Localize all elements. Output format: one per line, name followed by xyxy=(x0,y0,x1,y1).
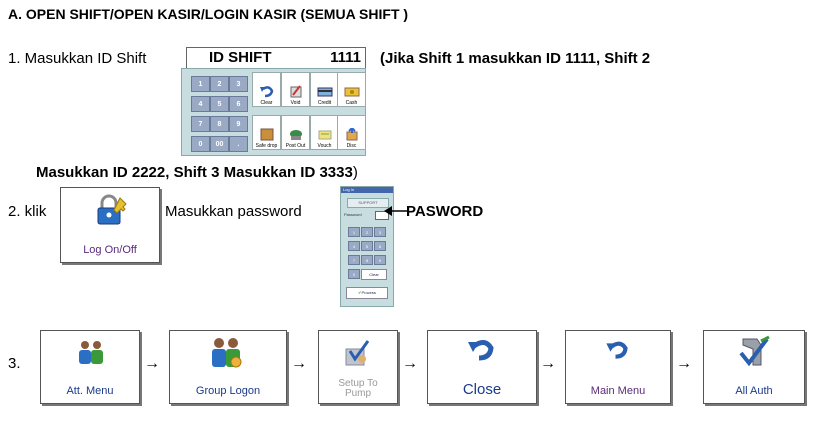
keypad-key-6[interactable]: 6 xyxy=(229,96,248,112)
pwd-key-0[interactable]: 0 xyxy=(348,269,360,279)
step1-text: 1. Masukkan ID Shift xyxy=(8,50,147,67)
password-input[interactable] xyxy=(375,211,389,220)
att-menu-button[interactable]: Att. Menu xyxy=(40,330,140,404)
pwd-key-9[interactable]: 9 xyxy=(374,255,386,265)
group-logon-label: Group Logon xyxy=(195,385,261,397)
pwd-process-button[interactable]: ✔Process xyxy=(346,287,388,299)
setup-to-pump-label: Setup To Pump xyxy=(338,378,378,399)
credit-card-icon xyxy=(317,87,332,97)
keypad-key-5[interactable]: 5 xyxy=(210,96,229,112)
disc-label: Disc xyxy=(346,143,357,149)
step2-prefix: 2. klik xyxy=(8,203,47,220)
flow-arrow-2: → xyxy=(291,355,307,372)
keypad-key-3[interactable]: 3 xyxy=(229,76,248,92)
password-field-label: Password xyxy=(344,212,362,217)
keypad-credit-button[interactable]: Credit xyxy=(310,72,339,107)
pwd-key-5[interactable]: 5 xyxy=(361,241,373,251)
setup-to-pump-button[interactable]: Setup To Pump xyxy=(318,330,398,404)
flow-arrow-4: → xyxy=(540,355,556,372)
step3-prefix: 3. xyxy=(8,355,21,372)
void-label: Void xyxy=(290,100,301,106)
step1-note-line2-end: ) xyxy=(352,164,358,181)
clear-label: Clear xyxy=(260,100,273,106)
safe-box-icon xyxy=(260,128,273,141)
cash-label: Cash xyxy=(345,100,358,106)
keypad-vouch-button[interactable]: Vouch xyxy=(310,115,339,150)
pump-setup-icon xyxy=(345,340,370,366)
log-on-off-button[interactable]: Log On/Off xyxy=(60,187,160,263)
credit-label: Credit xyxy=(317,100,332,106)
pwd-clear-label: Clear xyxy=(369,272,379,277)
keypad-key-7[interactable]: 7 xyxy=(191,116,210,132)
undo-icon xyxy=(468,340,494,361)
pwd-key-2[interactable]: 2 xyxy=(361,227,373,237)
pwd-key-6[interactable]: 6 xyxy=(374,241,386,251)
id-shift-value: 1111 xyxy=(330,49,361,66)
pwd-clear-button[interactable]: Clear xyxy=(361,269,387,280)
close-button[interactable]: Close xyxy=(427,330,537,404)
keypad-key-4[interactable]: 4 xyxy=(191,96,210,112)
pwd-process-label: Process xyxy=(361,290,376,295)
post-out-label: Post Out xyxy=(285,143,306,149)
pwd-key-3[interactable]: 3 xyxy=(374,227,386,237)
flow-arrow-3: → xyxy=(402,355,418,372)
flow-arrow-1: → xyxy=(144,355,160,372)
log-on-off-label: Log On/Off xyxy=(83,244,137,256)
vouch-label: Vouch xyxy=(317,143,332,149)
keypad-clear-button[interactable]: Clear xyxy=(252,72,281,107)
keypad-safe-drop-button[interactable]: Safe drop xyxy=(252,115,281,150)
users-icon xyxy=(79,341,103,364)
close-label: Close xyxy=(462,381,502,398)
password-dialog-header: SUPPORT xyxy=(347,198,389,208)
cash-icon xyxy=(344,87,359,97)
keypad-key-8[interactable]: 8 xyxy=(210,116,229,132)
keypad-key-1[interactable]: 1 xyxy=(191,76,210,92)
post-out-icon xyxy=(289,130,302,140)
keypad-disc-button[interactable]: Disc xyxy=(337,115,366,150)
id-shift-display: ID SHIFT 1111 xyxy=(186,47,366,70)
padlock-key-icon xyxy=(97,194,127,225)
step1-note-line2: Masukkan ID 2222, Shift 3 Masukkan ID 33… xyxy=(36,164,358,181)
fuel-nozzle-check-icon xyxy=(739,335,770,367)
pwd-key-1[interactable]: 1 xyxy=(348,227,360,237)
check-icon: ✔ xyxy=(358,290,362,295)
keypad-void-button[interactable]: Void xyxy=(281,72,310,107)
password-dialog-title: Log In xyxy=(343,187,355,192)
step1-note-line1: (Jika Shift 1 masukkan ID 1111, Shift 2 xyxy=(380,50,651,67)
password-dialog-titlebar xyxy=(341,187,393,193)
main-menu-button[interactable]: Main Menu xyxy=(565,330,671,404)
page-heading: A. OPEN SHIFT/OPEN KASIR/LOGIN KASIR (SE… xyxy=(8,6,409,22)
shift-keypad: 1 2 3 4 5 6 7 8 9 0 00 . Clear Void Cred… xyxy=(181,68,366,156)
group-logon-button[interactable]: Group Logon xyxy=(169,330,287,404)
undo-icon xyxy=(259,86,273,98)
keypad-key-9[interactable]: 9 xyxy=(229,116,248,132)
password-dialog: Log In SUPPORT Password 1 2 3 4 5 6 7 8 … xyxy=(340,186,394,307)
keypad-key-dot[interactable]: . xyxy=(229,136,248,152)
group-logon-icon xyxy=(212,338,242,368)
pointer-arrow-icon xyxy=(384,206,408,216)
discount-icon xyxy=(346,128,357,141)
keypad-key-00[interactable]: 00 xyxy=(210,136,229,152)
pwd-key-7[interactable]: 7 xyxy=(348,255,360,265)
main-menu-label: Main Menu xyxy=(590,385,646,397)
void-icon xyxy=(290,85,301,98)
flow-arrow-5: → xyxy=(676,355,692,372)
undo-icon xyxy=(606,341,628,359)
all-auth-button[interactable]: All Auth xyxy=(703,330,805,404)
pwd-key-4[interactable]: 4 xyxy=(348,241,360,251)
step2-middle-text: Masukkan password xyxy=(165,203,302,220)
keypad-post-out-button[interactable]: Post Out xyxy=(281,115,310,150)
password-label: PASWORD xyxy=(406,203,484,220)
all-auth-label: All Auth xyxy=(735,385,773,397)
voucher-icon xyxy=(318,130,331,140)
id-shift-label: ID SHIFT xyxy=(209,49,272,66)
keypad-cash-button[interactable]: Cash xyxy=(337,72,366,107)
safe-drop-label: Safe drop xyxy=(255,143,278,149)
step1-note-line2-bold: Masukkan ID 2222, Shift 3 Masukkan ID 33… xyxy=(36,164,353,181)
keypad-key-0[interactable]: 0 xyxy=(191,136,210,152)
att-menu-label: Att. Menu xyxy=(66,385,114,397)
keypad-key-2[interactable]: 2 xyxy=(210,76,229,92)
pwd-key-8[interactable]: 8 xyxy=(361,255,373,265)
